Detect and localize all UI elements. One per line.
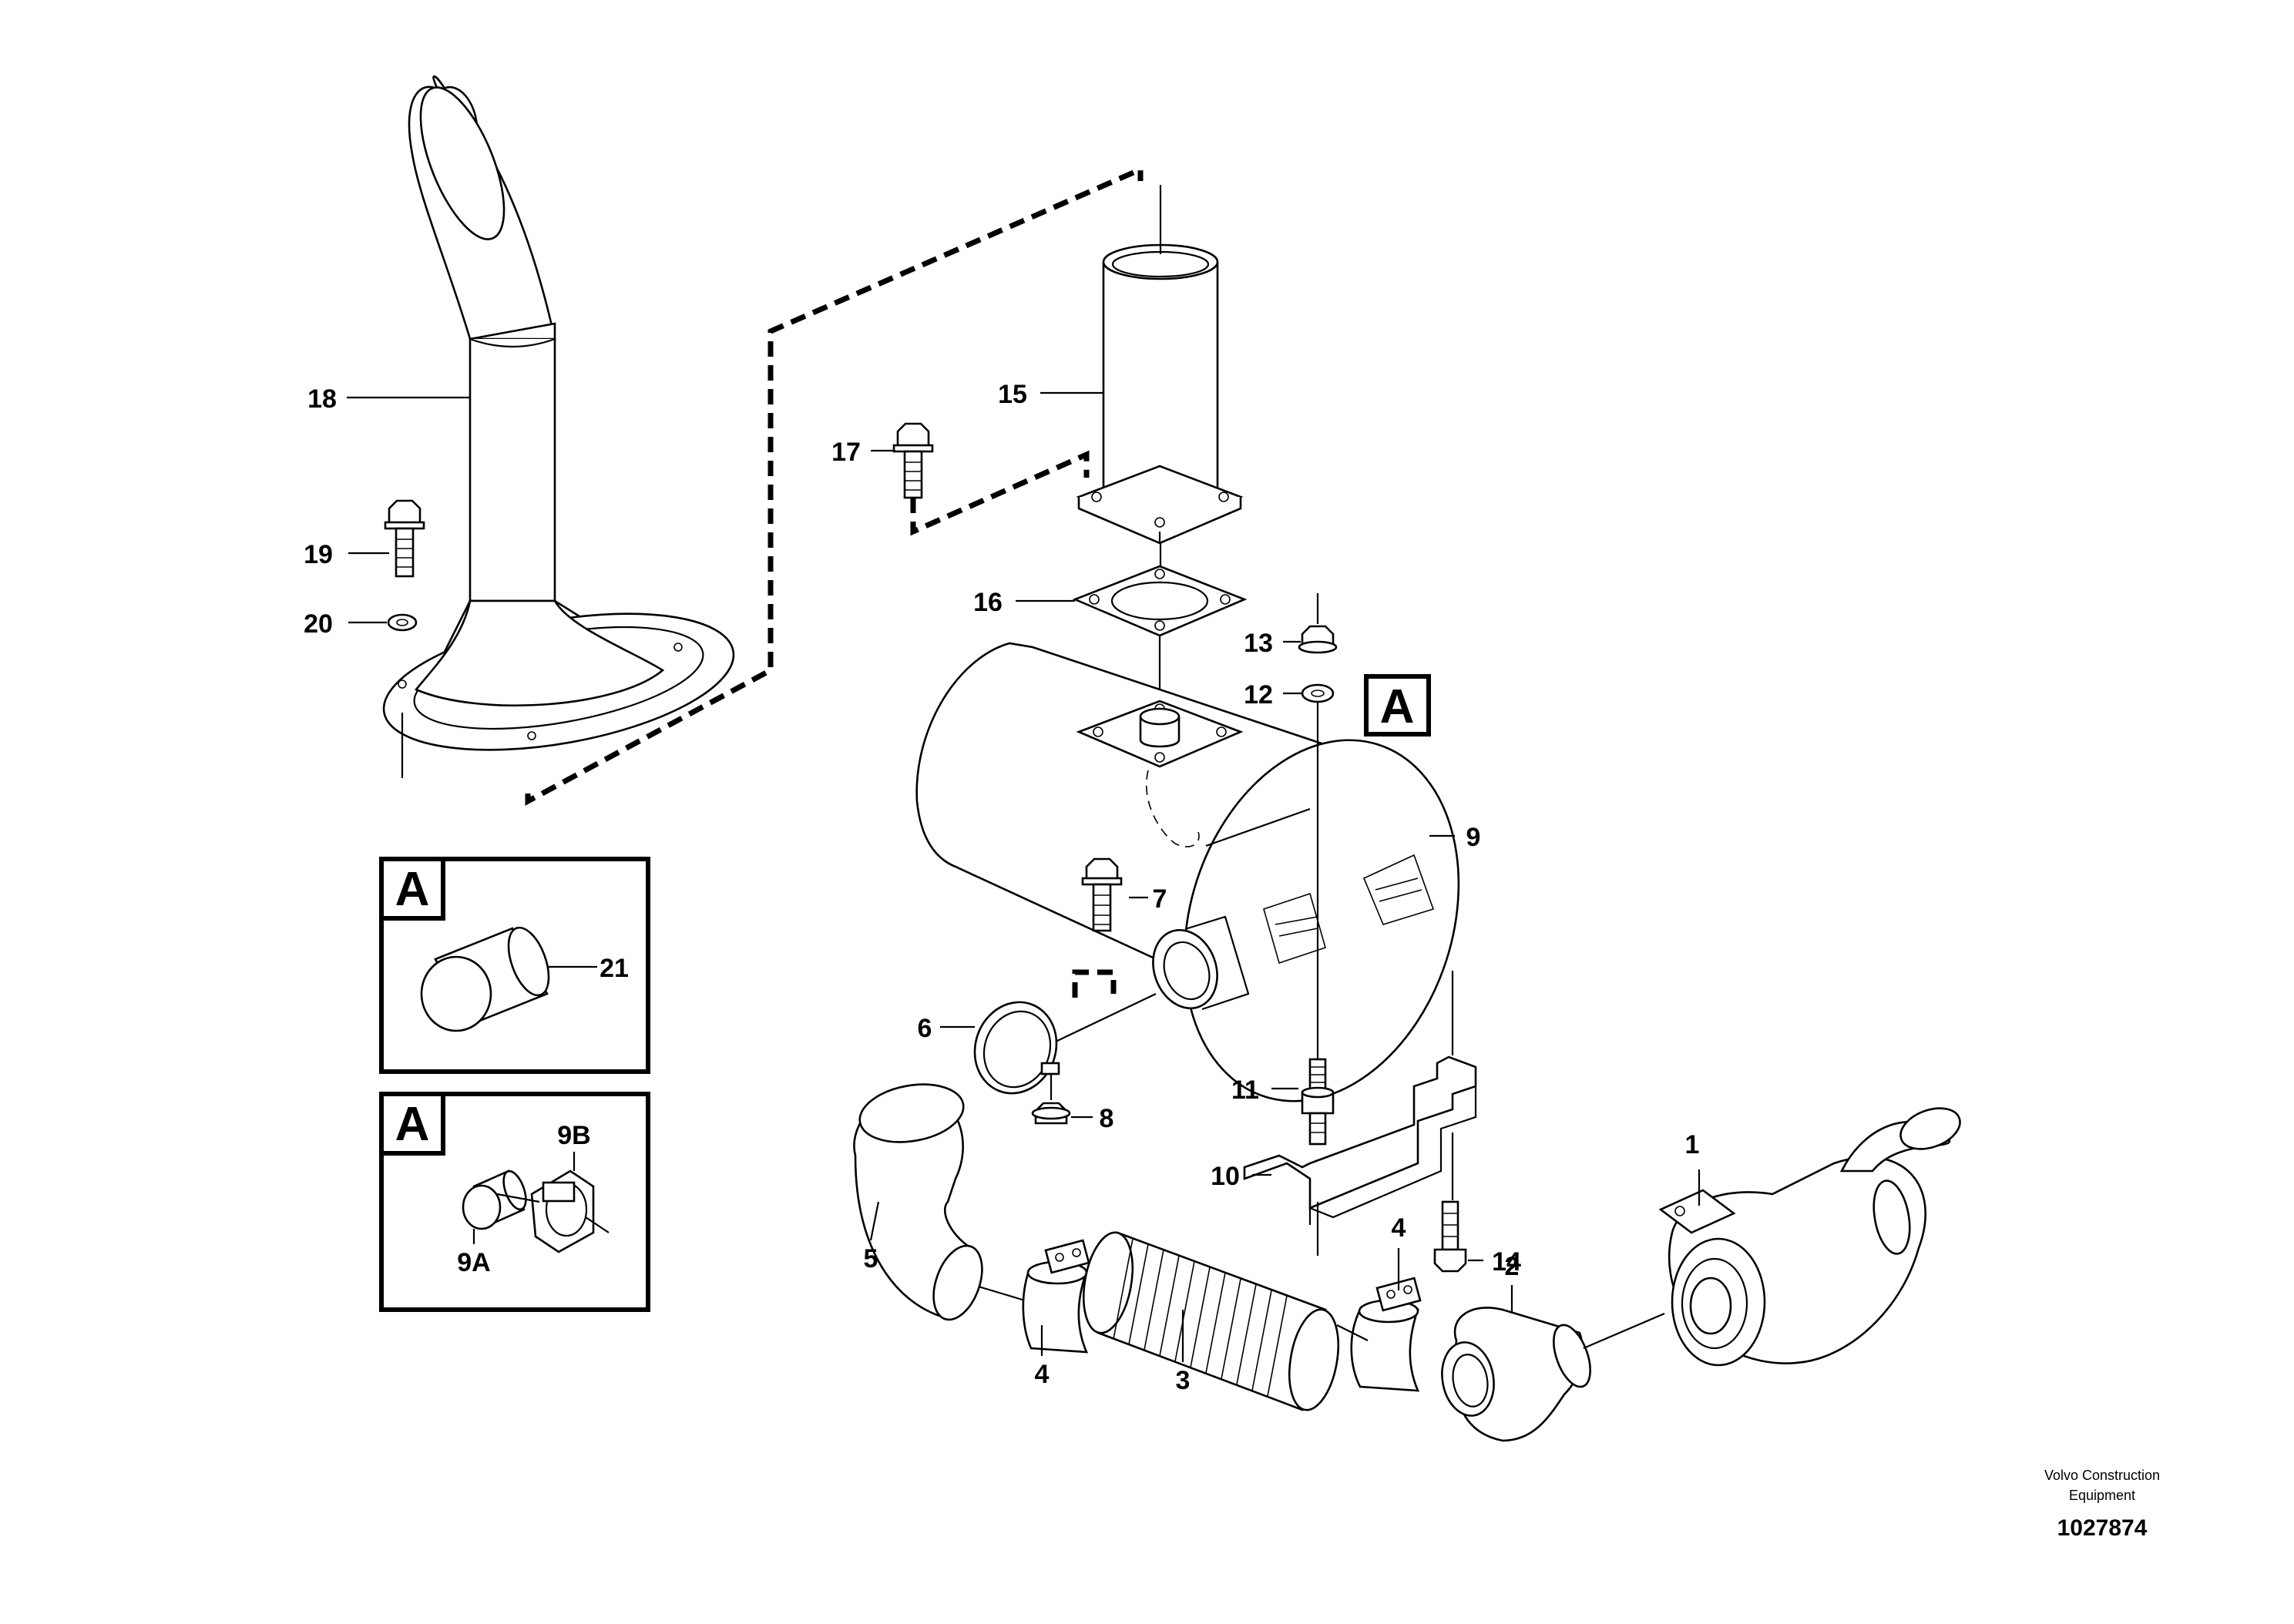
callout-labels: 1 2 3 4 4 5 6 7 8 9 10 11 12 13 14 15 16… bbox=[304, 380, 1699, 1395]
leader-lines bbox=[347, 391, 1701, 1362]
detail-box-1-letter: A bbox=[395, 863, 430, 916]
detail-box-2-letter: A bbox=[395, 1098, 430, 1151]
callout-8: 8 bbox=[1100, 1104, 1114, 1133]
clamp-part-4-right bbox=[1350, 1277, 1422, 1392]
callout-10: 10 bbox=[1211, 1162, 1240, 1191]
exhaust-stack-part-18 bbox=[382, 75, 735, 778]
callout-16: 16 bbox=[973, 588, 1003, 617]
callout-13: 13 bbox=[1244, 629, 1273, 658]
publisher-block: Volvo Construction Equipment 1027874 bbox=[2044, 1468, 2160, 1541]
callout-19: 19 bbox=[304, 540, 333, 569]
callout-20: 20 bbox=[304, 609, 333, 639]
washer-part-12 bbox=[1301, 683, 1335, 703]
callout-4-right: 4 bbox=[1392, 1213, 1406, 1243]
detail-box-1: A bbox=[379, 857, 650, 1074]
callout-21: 21 bbox=[600, 954, 629, 983]
nut-part-8 bbox=[1031, 1075, 1071, 1125]
callout-3: 3 bbox=[1176, 1366, 1191, 1395]
bolt-part-17 bbox=[892, 422, 934, 499]
flex-hose-part-3 bbox=[1083, 1231, 1369, 1411]
clamp-part-9b bbox=[496, 1169, 610, 1253]
tail-pipe-part-15 bbox=[1076, 185, 1244, 570]
detail-marker-letter: A bbox=[1380, 680, 1415, 733]
clamp-part-4-left bbox=[1022, 1239, 1090, 1354]
bolt-part-19 bbox=[384, 499, 425, 578]
callout-9a: 9A bbox=[457, 1248, 490, 1277]
illustration-number: 1027874 bbox=[2057, 1515, 2148, 1541]
publisher-name-line-1: Volvo Construction bbox=[2044, 1468, 2160, 1483]
callout-9: 9 bbox=[1466, 823, 1481, 852]
turbocharger-part-1 bbox=[1658, 1107, 1961, 1367]
bracket-part-10 bbox=[1243, 971, 1477, 1256]
elbow-part-2 bbox=[1441, 1307, 1665, 1442]
nut-part-13 bbox=[1298, 625, 1338, 654]
callout-17: 17 bbox=[831, 438, 861, 467]
callout-11: 11 bbox=[1231, 1075, 1259, 1105]
cap-part-21 bbox=[420, 926, 550, 1032]
callout-6: 6 bbox=[918, 1014, 932, 1043]
callout-4-left: 4 bbox=[1035, 1360, 1050, 1389]
callout-2: 2 bbox=[1505, 1252, 1520, 1281]
callout-5: 5 bbox=[864, 1244, 878, 1273]
bolt-part-14 bbox=[1433, 1132, 1467, 1273]
dashed-routing-lines bbox=[525, 165, 1144, 998]
callout-18: 18 bbox=[307, 384, 337, 414]
sleeve-part-9a bbox=[462, 1169, 527, 1230]
rubber-mount-part-11 bbox=[1301, 1058, 1335, 1146]
clamp-ring-part-6 bbox=[973, 993, 1157, 1095]
detail-marker-a: A bbox=[1364, 674, 1431, 737]
callout-14: 14 bbox=[1492, 1247, 1521, 1277]
callout-12: 12 bbox=[1244, 680, 1273, 710]
bolt-part-7 bbox=[1081, 857, 1123, 932]
silencer-part-9 bbox=[915, 642, 1460, 1102]
callout-1: 1 bbox=[1685, 1130, 1700, 1159]
callout-9b: 9B bbox=[557, 1121, 590, 1150]
elbow-part-5 bbox=[853, 1083, 1056, 1321]
publisher-name-line-2: Equipment bbox=[2069, 1488, 2135, 1503]
gasket-part-16 bbox=[1072, 565, 1248, 697]
washer-part-20 bbox=[387, 613, 418, 632]
callout-15: 15 bbox=[998, 380, 1027, 409]
detail-box-2: A bbox=[379, 1092, 650, 1312]
callout-7: 7 bbox=[1153, 884, 1167, 914]
